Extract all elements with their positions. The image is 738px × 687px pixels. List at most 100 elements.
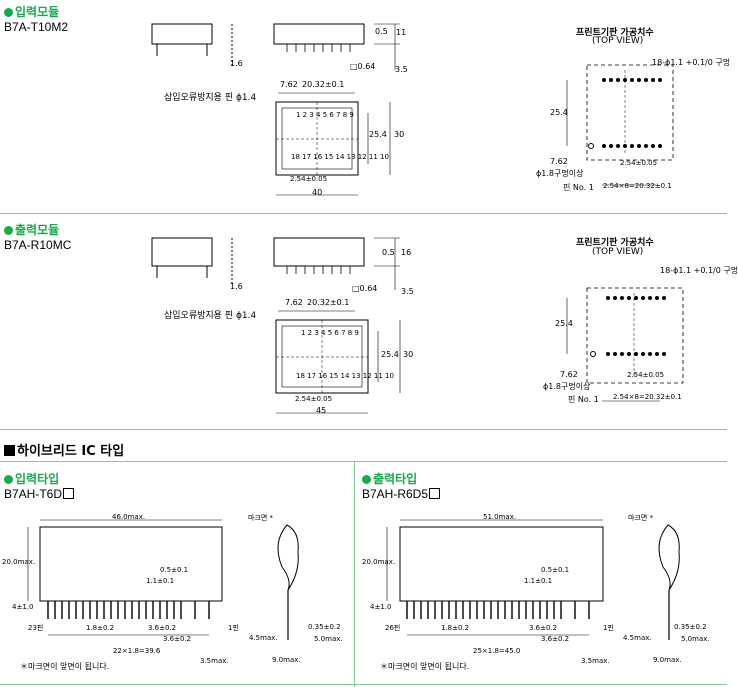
bottom-divider: [0, 684, 727, 685]
pcb-pin-no1: 핀 No. 1: [563, 183, 594, 192]
dim-pitch: 1.8±0.2: [86, 624, 115, 632]
pins-bottom: 18 17 16 15 14 13 12 11 10: [291, 153, 389, 161]
dim-16: 16: [401, 248, 412, 257]
pcb-dim-2-54: 2.54±0.05: [620, 159, 658, 167]
dim-span: 25×1.8=45.0: [473, 647, 521, 655]
dim-1-1: 1.1±0.1: [146, 577, 175, 585]
square-bullet-icon: [4, 445, 15, 456]
pcb-view: (TOP VIEW): [592, 247, 644, 257]
dim-30: 30: [394, 130, 405, 139]
input-type-drawing: [27, 519, 299, 640]
pcb-hole-label: 18-ϕ1.1 +0.1/0 구멍: [660, 266, 738, 275]
pcb-hole-label: 18-ϕ1.1 +0.1/0 구멍: [652, 58, 731, 67]
output-module-drawing: [151, 237, 684, 414]
dim-20-32: 20.32±0.1: [302, 80, 345, 89]
dim-3-6a: 3.6±0.2: [529, 624, 558, 632]
dim-0-35: 0.35±0.2: [674, 623, 707, 631]
pins-top: 1 2 3 4 5 6 7 8 9: [301, 329, 359, 337]
pcb-hole-spec: ϕ1.8구멍이상: [543, 382, 591, 391]
pcb-dim-7-62: 7.62: [550, 157, 568, 166]
dim-5-0: 5.0max.: [681, 635, 710, 643]
input-module-header: 입력모듈: [4, 3, 59, 20]
dim-height: 20.0max.: [2, 558, 36, 566]
pin-26: 26핀: [385, 624, 401, 632]
dim-0-5: 0.5±0.1: [160, 566, 189, 574]
dim-5-0: 5.0max.: [314, 635, 343, 643]
pins-top: 1 2 3 4 5 6 7 8 9: [296, 111, 354, 119]
input-module-model: B7A-T10M2: [4, 20, 69, 34]
bullet-icon: [4, 8, 13, 17]
pcb-title: 프린트기판 가공치수: [576, 238, 654, 248]
dim-0-64: □0.64: [352, 284, 378, 293]
input-module-drawing: [151, 23, 674, 196]
dim-0-64: □0.64: [350, 62, 376, 71]
dim-height: 20.0max.: [362, 558, 396, 566]
pcb-view: (TOP VIEW): [592, 36, 644, 46]
dim-4: 4±1.0: [12, 603, 34, 611]
dim-width: 51.0max.: [483, 513, 517, 521]
dim-3-6a: 3.6±0.2: [148, 624, 177, 632]
dim-0-5: 0.5: [382, 248, 395, 257]
dim-45: 45: [316, 406, 327, 415]
dim-2-54: 2.54±0.05: [290, 175, 328, 183]
dim-9-0: 9.0max.: [272, 656, 301, 664]
pcb-dim-2-54: 2.54±0.05: [627, 371, 665, 379]
output-type-header: 출력타입: [362, 470, 417, 487]
dim-20-32: 20.32±0.1: [307, 298, 350, 307]
footnote: ＊마크면이 앞면이 됩니다.: [20, 662, 110, 671]
hybrid-title: 하이브리드 IC 타입: [4, 440, 124, 459]
dim-pitch: 1.8±0.2: [441, 624, 470, 632]
dim-3-5: 3.5: [395, 65, 408, 74]
dim-4-5: 4.5max.: [249, 634, 278, 642]
pins-bottom: 18 17 16 15 14 13 12 11 10: [296, 372, 394, 380]
pcb-dim-span: 2.54×8=20.32±0.1: [613, 393, 682, 401]
dim-1-6: 1.6: [230, 59, 243, 68]
dim-0-35: 0.35±0.2: [308, 623, 341, 631]
input-type-model: B7AH-T6D: [4, 487, 75, 501]
dim-1-1: 1.1±0.1: [524, 577, 553, 585]
dim-3-5: 3.5max.: [200, 657, 229, 665]
dim-40: 40: [312, 188, 323, 197]
dim-25-4: 25.4: [381, 350, 399, 359]
output-type-model: B7AH-R6D5: [362, 487, 441, 501]
dim-3-5: 3.5: [401, 287, 414, 296]
dim-30: 30: [403, 350, 414, 359]
input-type-header: 입력타입: [4, 470, 59, 487]
pcb-dim-25-4: 25.4: [555, 319, 573, 328]
mark-face: 마크면 *: [628, 514, 654, 522]
section-divider: [0, 213, 727, 214]
dim-7-62: 7.62: [285, 298, 303, 307]
pcb-dim-25-4: 25.4: [550, 108, 568, 117]
pin-23: 23핀: [28, 624, 44, 632]
pcb-dim-7-62: 7.62: [560, 370, 578, 379]
pin-guard-label: 삽입오류방지용 핀 ϕ1.4: [164, 311, 257, 321]
dim-2-54: 2.54±0.05: [295, 395, 333, 403]
mark-face: 마크면 *: [248, 514, 274, 522]
dim-3-6b: 3.6±0.2: [541, 635, 570, 643]
pin-1: 1핀: [228, 624, 239, 632]
dim-3-5: 3.5max.: [581, 657, 610, 665]
pcb-hole-spec: ϕ1.8구멍이상: [536, 169, 584, 178]
pcb-pin-no1: 핀 No. 1: [568, 395, 599, 404]
bullet-icon: [362, 475, 371, 484]
dim-11: 11: [396, 28, 407, 37]
pin-guard-label: 삽입오류방지용 핀 ϕ1.4: [164, 93, 257, 103]
column-divider: [354, 461, 355, 687]
pcb-dim-span: 2.54×8=20.32±0.1: [603, 182, 672, 190]
output-module-header: 출력모듈: [4, 221, 59, 238]
dim-3-6b: 3.6±0.2: [163, 635, 192, 643]
section-divider: [0, 461, 727, 462]
dim-1-6: 1.6: [230, 282, 243, 291]
output-type-drawing: [386, 519, 680, 640]
dim-span: 22×1.8=39.6: [113, 647, 161, 655]
bullet-icon: [4, 226, 13, 235]
dim-7-62: 7.62: [280, 80, 298, 89]
section-divider: [0, 429, 727, 430]
footnote: ＊마크면이 앞면이 됩니다.: [380, 662, 470, 671]
dim-0-5: 0.5: [375, 27, 388, 36]
suffix-box-icon: [63, 488, 75, 499]
pin-1: 1핀: [603, 624, 614, 632]
dim-4-5: 4.5max.: [623, 634, 652, 642]
pcb-title: 프린트기판 가공치수: [576, 28, 654, 38]
dim-4: 4±1.0: [370, 603, 392, 611]
